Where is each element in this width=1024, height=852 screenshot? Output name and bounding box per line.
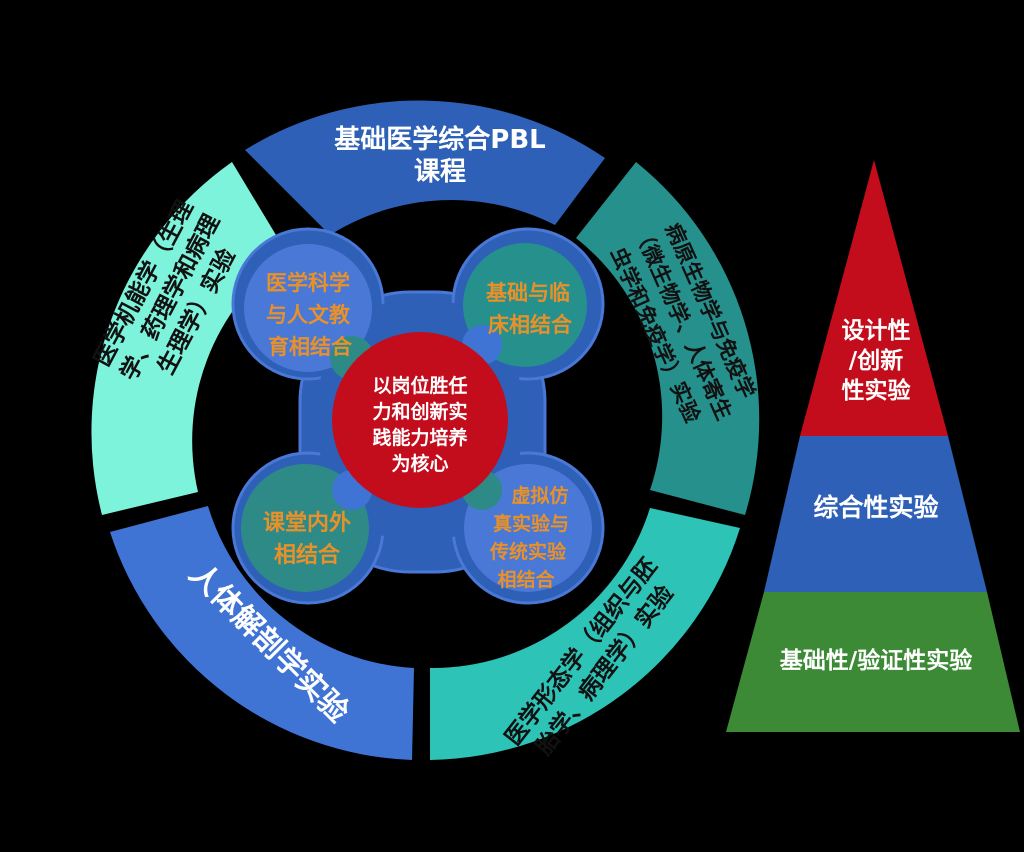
pyramid-bottom-text: 基础性/验证性实验 — [780, 647, 972, 674]
ring-segment-bottom-left — [110, 506, 414, 760]
ring-segment-top — [245, 100, 605, 235]
core-text-4: 为核心 — [391, 452, 448, 475]
pyramid-top-text-2: /创新 — [849, 347, 903, 374]
petal-top-left-text-1: 医学科学 — [266, 271, 350, 295]
petal-top-right-text-2: 床相结合 — [488, 313, 573, 337]
petal-bottom-right-text-4: 相结合 — [497, 568, 555, 591]
ring-top-label-1: 基础医学综合PBL — [334, 124, 545, 155]
petal-bottom-right-text-3: 传统实验 — [489, 540, 567, 563]
ring-segment-left — [91, 162, 289, 515]
core-text-3: 践能力培养 — [372, 426, 467, 449]
pyramid-top-text-3: 性实验 — [842, 377, 911, 404]
petal-bottom-left-text-1: 课堂内外 — [263, 510, 351, 536]
pyramid-middle-text: 综合性实验 — [813, 493, 938, 522]
pyramid-middle — [764, 436, 987, 592]
petal-top-left-text-3: 育相结合 — [268, 335, 353, 359]
petal-bottom-right-text-1: 虚拟仿 — [511, 484, 568, 507]
petal-top-left-text-2: 与人文教 — [266, 303, 351, 327]
pyramid-top — [800, 160, 948, 436]
ring-top-label-2: 课程 — [414, 157, 466, 187]
core-text-1: 以岗位胜任 — [372, 374, 467, 397]
core-circle — [332, 332, 508, 508]
pyramid-top-text-1: 设计性 — [842, 318, 911, 344]
ring-segment-bottom-right — [430, 508, 740, 760]
petal-bottom-right-text-2: 真实验与 — [493, 512, 569, 535]
petal-top-right-text-1: 基础与临 — [486, 281, 570, 305]
ring-segment-right — [576, 162, 760, 515]
pyramid-bottom — [726, 592, 1020, 732]
petal-bottom-left-text-2: 相结合 — [274, 542, 341, 568]
core-text-2: 力和创新实 — [372, 400, 467, 423]
